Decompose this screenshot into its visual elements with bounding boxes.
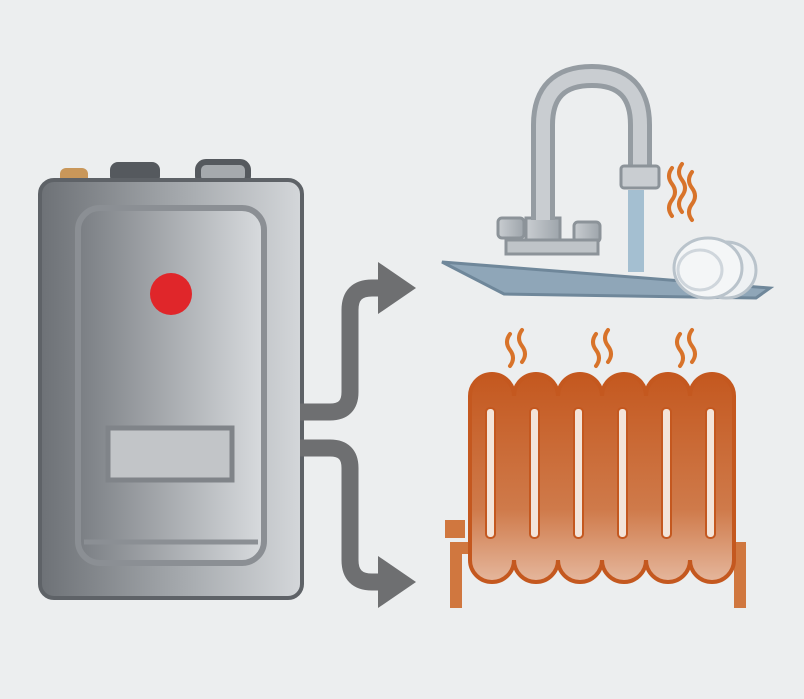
flow-arrows [300, 262, 416, 608]
arrow-head-icon [378, 262, 416, 314]
indicator-light-icon [150, 273, 192, 315]
radiator-fins [485, 407, 716, 539]
boiler-display [105, 425, 235, 483]
hot-water-tap-icon [441, 63, 775, 300]
arrow-head-icon [378, 556, 416, 608]
boiler-panel [75, 205, 267, 566]
steam-icon [675, 328, 697, 368]
steam-icon [667, 162, 697, 222]
radiator-valve [445, 520, 465, 538]
faucet-deck [504, 238, 600, 256]
faucet-handle [496, 216, 526, 240]
boiler-icon [38, 159, 304, 600]
faucet-spout [531, 63, 652, 220]
radiator-icon [445, 328, 746, 608]
water-stream [628, 190, 644, 272]
plates-icon [672, 236, 758, 300]
arrow-icon [300, 279, 384, 421]
arrow-icon [300, 439, 384, 591]
steam-icon [505, 328, 527, 368]
radiator-body [468, 372, 736, 584]
steam-icon [591, 328, 613, 368]
faucet-nozzle [619, 164, 661, 190]
